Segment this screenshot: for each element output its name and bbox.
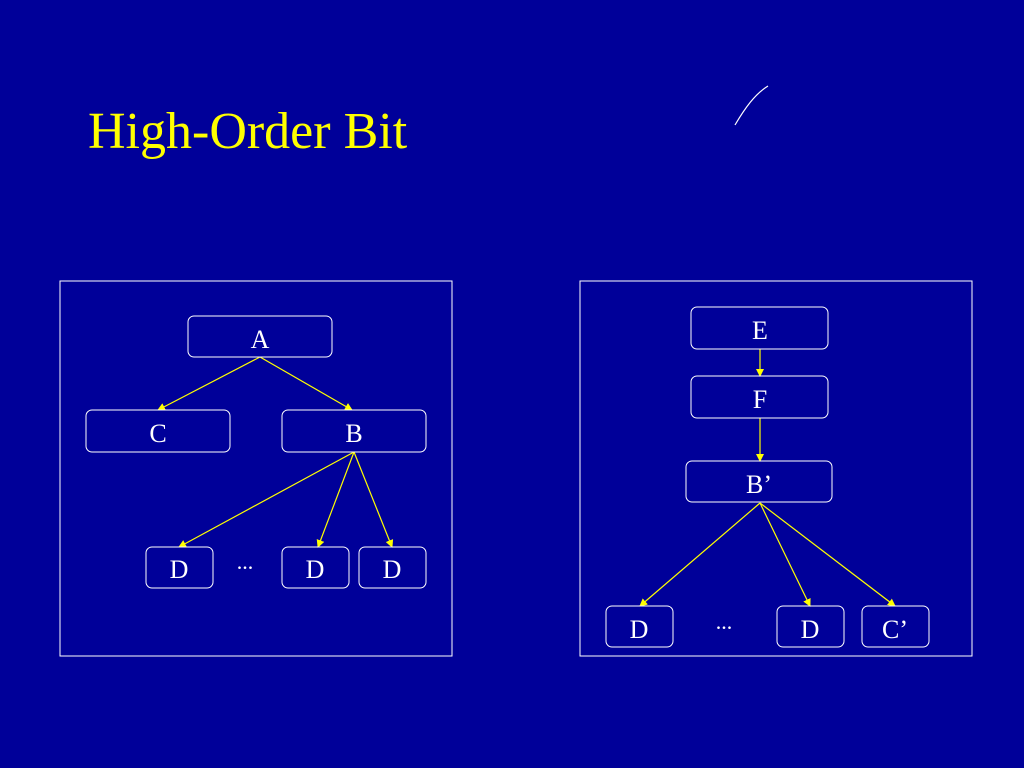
left-node-d2: D	[281, 546, 350, 589]
left-node-d2-label: D	[306, 555, 325, 584]
right-node-d2: D	[776, 605, 845, 648]
left-tree-edge-a-c	[157, 356, 261, 411]
right-tree-edges	[639, 349, 896, 607]
right-tree-panel: E F B’ D ... D C’	[579, 280, 973, 657]
left-node-d1: D	[145, 546, 214, 589]
left-node-c: C	[85, 409, 231, 453]
right-node-e: E	[690, 306, 829, 350]
left-node-c-label: C	[149, 419, 166, 448]
right-ellipsis: ...	[716, 609, 733, 634]
left-tree-edge-a-b	[259, 356, 353, 411]
left-tree-edge-b-d1	[178, 451, 355, 548]
left-tree-panel: A C B D ... D D	[59, 280, 453, 657]
left-node-a: A	[187, 315, 333, 358]
right-node-d1: D	[605, 605, 674, 648]
right-node-f: F	[690, 375, 829, 419]
right-tree-edge-bp-d1	[639, 502, 761, 607]
right-node-e-label: E	[752, 316, 768, 345]
right-tree-edge-bp-cp	[759, 502, 896, 607]
left-node-d1-label: D	[170, 555, 189, 584]
right-panel-frame	[579, 280, 973, 657]
stray-pen-mark	[734, 85, 769, 126]
left-node-a-label: A	[251, 325, 270, 354]
right-node-c-prime: C’	[861, 605, 930, 648]
left-panel-frame	[59, 280, 453, 657]
left-tree-edges	[157, 356, 394, 548]
right-node-b-prime-label: B’	[746, 470, 772, 499]
left-tree-edge-b-d2	[316, 451, 355, 548]
right-node-f-label: F	[753, 385, 767, 414]
right-node-d1-label: D	[630, 615, 649, 644]
right-node-b-prime: B’	[685, 460, 833, 503]
right-node-d2-label: D	[801, 615, 820, 644]
right-node-c-prime-label: C’	[882, 615, 908, 644]
right-tree-edge-bp-d2	[759, 502, 811, 607]
left-node-b: B	[281, 409, 427, 453]
slide-title: High-Order Bit	[88, 103, 408, 160]
left-node-d3: D	[358, 546, 427, 589]
left-tree-edge-b-d3	[353, 451, 394, 548]
left-node-b-label: B	[345, 419, 362, 448]
left-ellipsis: ...	[237, 549, 254, 574]
left-node-d3-label: D	[383, 555, 402, 584]
